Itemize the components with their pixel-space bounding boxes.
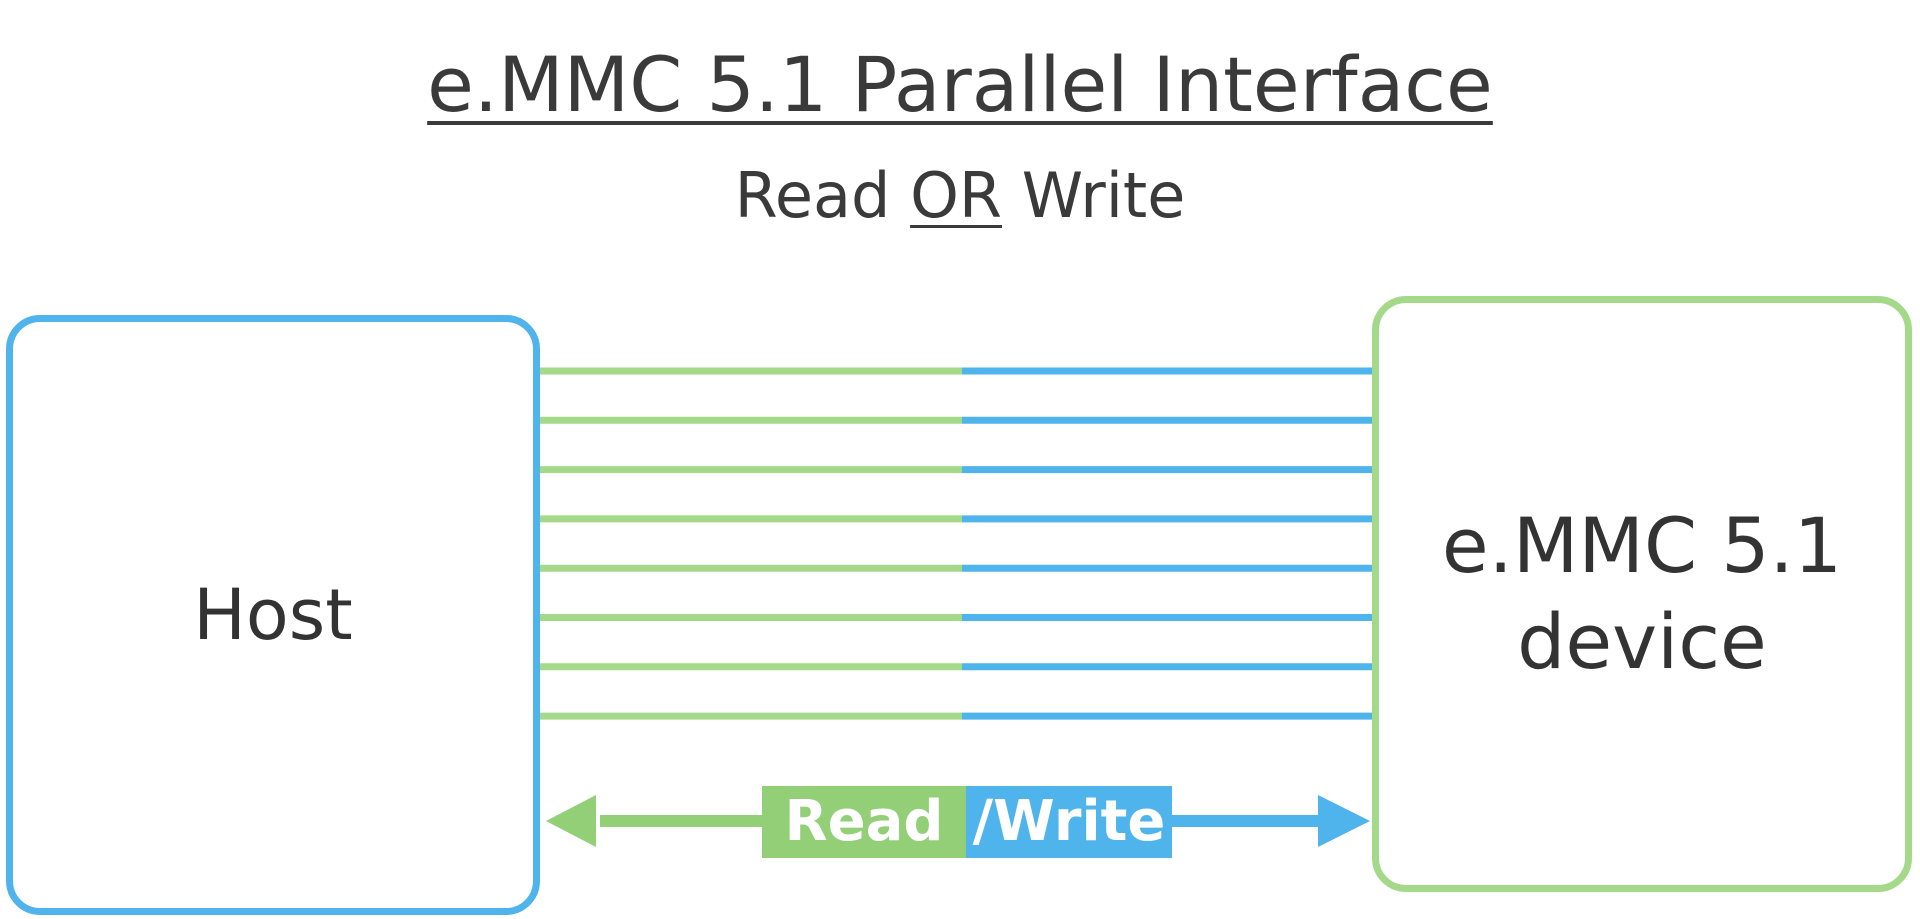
device-label: e.MMC 5.1 device [1379, 303, 1905, 885]
host-box: Host [6, 315, 540, 915]
host-label: Host [193, 574, 353, 656]
diagram-subtitle: Read OR Write [0, 160, 1920, 232]
device-label-line1: e.MMC 5.1 [1441, 501, 1843, 590]
device-box: e.MMC 5.1 device [1372, 296, 1912, 892]
read-label: Read [762, 786, 966, 858]
write-label: /Write [966, 786, 1172, 858]
device-label-line2: device [1517, 597, 1767, 686]
arrow-left-icon [546, 795, 596, 847]
diagram-title: e.MMC 5.1 Parallel Interface [427, 40, 1493, 129]
arrow-right-icon [1318, 795, 1370, 847]
subtitle-write: Write [1001, 159, 1186, 232]
subtitle-or: OR [910, 159, 1002, 232]
subtitle-read: Read [734, 159, 911, 232]
